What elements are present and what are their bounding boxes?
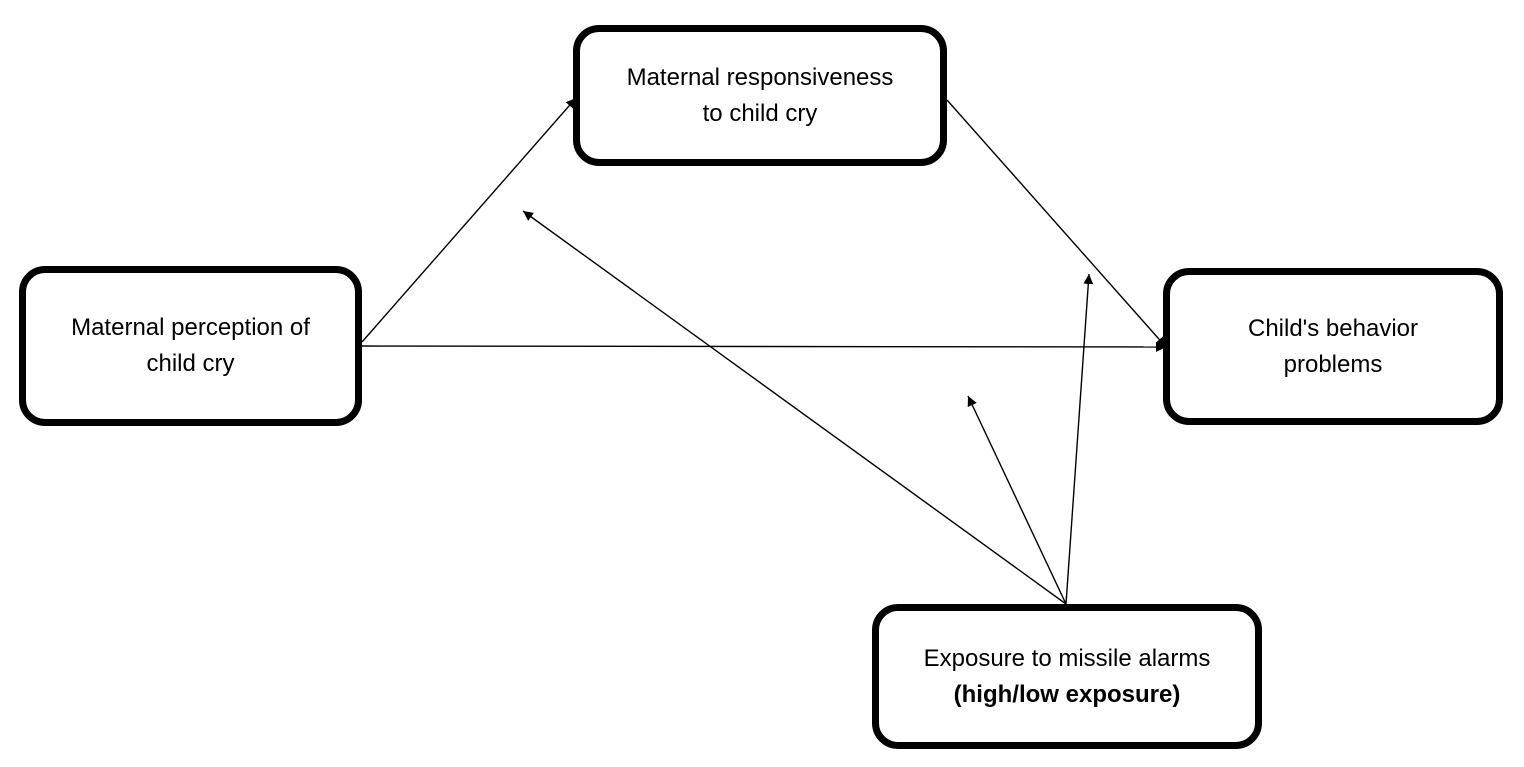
arrow-exposure-moderates-perception-responsiveness [522, 210, 1067, 605]
node-missile-alarm-exposure-line-1: Exposure to missile alarms [923, 644, 1211, 672]
node-maternal-responsiveness-line-1: Maternal responsiveness [626, 63, 894, 91]
node-maternal-perception: Maternal perception of child cry [19, 266, 362, 426]
node-maternal-responsiveness: Maternal responsiveness to child cry [573, 25, 947, 166]
node-missile-alarm-exposure: Exposure to missile alarms (high/low exp… [872, 604, 1262, 749]
node-maternal-perception-line-1: Maternal perception of [71, 314, 310, 341]
node-child-behavior-problems-line-1: Child's behavior [1247, 314, 1418, 342]
node-missile-alarm-exposure-line-2: (high/low exposure) [953, 680, 1181, 708]
node-child-behavior-problems-line-2: problems [1283, 350, 1383, 378]
node-child-behavior-problems: Child's behavior problems [1163, 268, 1503, 425]
arrow-perception-to-behavior [361, 341, 1167, 352]
node-maternal-responsiveness-line-2: to child cry [702, 99, 818, 127]
arrow-responsiveness-to-behavior [946, 99, 1167, 348]
arrow-exposure-moderates-responsiveness-behavior [1065, 273, 1094, 605]
arrow-exposure-moderates-perception-behavior [967, 395, 1067, 605]
node-maternal-perception-line-2: child cry [146, 350, 235, 377]
arrow-perception-to-responsiveness [361, 97, 577, 343]
